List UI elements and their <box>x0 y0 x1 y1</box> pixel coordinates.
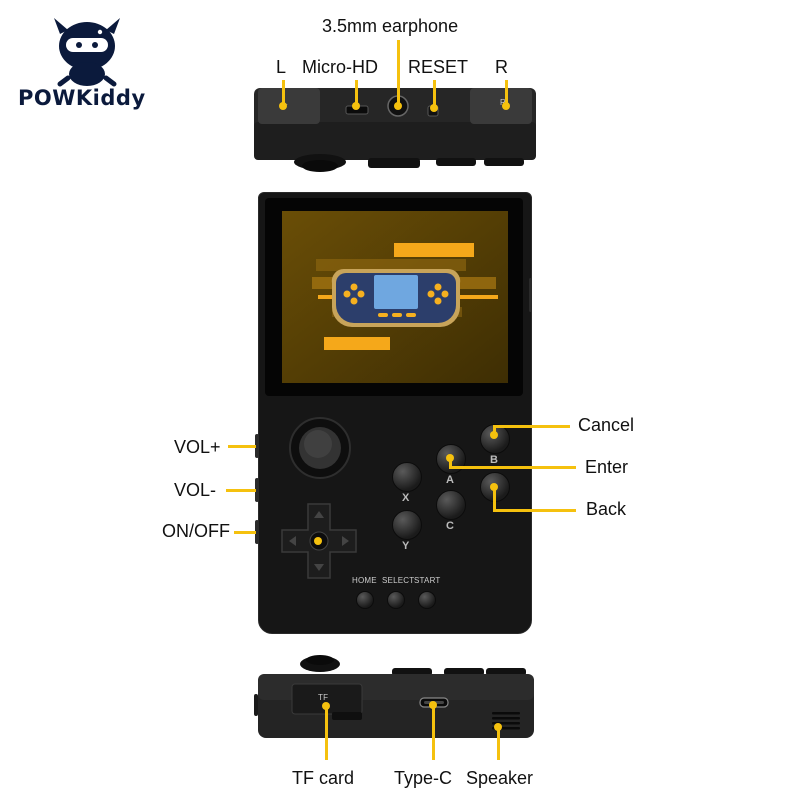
label-l: L <box>276 57 287 77</box>
leader-earphone-dot <box>394 102 402 110</box>
c-button[interactable] <box>436 490 466 520</box>
leader-earphone <box>397 40 400 106</box>
label-type-c: Type-C <box>394 768 453 788</box>
leader-cancel-dot <box>490 431 498 439</box>
select-label: SELECT <box>382 576 415 585</box>
c-label: C <box>446 520 454 532</box>
label-on-off: ON/OFF <box>162 521 230 541</box>
label-speaker: Speaker <box>466 768 534 788</box>
home-label: HOME <box>352 576 377 585</box>
side-button-2 <box>255 478 259 502</box>
label-vol-plus: VOL+ <box>174 437 221 457</box>
side-button-right <box>529 278 532 312</box>
leader-enter-v <box>449 458 452 469</box>
leader-cancel <box>494 425 570 428</box>
leader-micro-hd-dot <box>352 102 360 110</box>
leader-l-dot <box>279 102 287 110</box>
leader-enter <box>452 466 576 469</box>
label-micro-hd: Micro-HD <box>302 57 378 77</box>
b-label: B <box>490 454 498 466</box>
y-button[interactable] <box>392 510 422 540</box>
label-enter: Enter <box>585 457 629 477</box>
leader-cancel-v <box>493 425 496 435</box>
leader-vol-plus <box>228 445 256 448</box>
side-button-1 <box>255 434 259 458</box>
label-vol-minus: VOL- <box>174 480 217 500</box>
ninja-mascot-icon <box>54 18 120 87</box>
label-r: R <box>495 57 508 77</box>
leader-reset-dot <box>430 104 438 112</box>
top-view-device <box>254 88 536 172</box>
label-tf-card: TF card <box>292 768 355 788</box>
mini-console-icon <box>331 268 461 327</box>
leader-l <box>282 80 285 106</box>
leader-on-off <box>234 531 256 534</box>
home-button[interactable] <box>356 591 374 609</box>
leader-back <box>494 509 576 512</box>
x-button[interactable] <box>392 462 422 492</box>
x-label: X <box>402 492 410 504</box>
leader-r-dot <box>502 102 510 110</box>
leader-tf <box>325 706 328 760</box>
label-back: Back <box>586 499 627 519</box>
select-button[interactable] <box>387 591 405 609</box>
analog-stick <box>289 417 351 479</box>
leader-micro-hd <box>355 80 358 106</box>
leader-vol-minus <box>226 489 256 492</box>
label-earphone: 3.5mm earphone <box>322 16 459 36</box>
brand-name: POWKiddy <box>18 86 146 110</box>
label-reset: RESET <box>408 57 469 77</box>
leader-back-v <box>493 487 496 512</box>
side-button-3 <box>255 520 259 544</box>
leader-r <box>505 80 508 106</box>
a-label: A <box>446 474 454 486</box>
tf-slot-mark: TF <box>318 693 329 702</box>
label-cancel: Cancel <box>578 415 635 435</box>
leader-speaker <box>497 727 500 760</box>
leader-typec <box>432 705 435 760</box>
start-label: START <box>414 576 441 585</box>
dpad-center-dot <box>314 537 322 545</box>
start-button[interactable] <box>418 591 436 609</box>
y-label: Y <box>402 540 410 552</box>
leader-reset <box>433 80 436 108</box>
